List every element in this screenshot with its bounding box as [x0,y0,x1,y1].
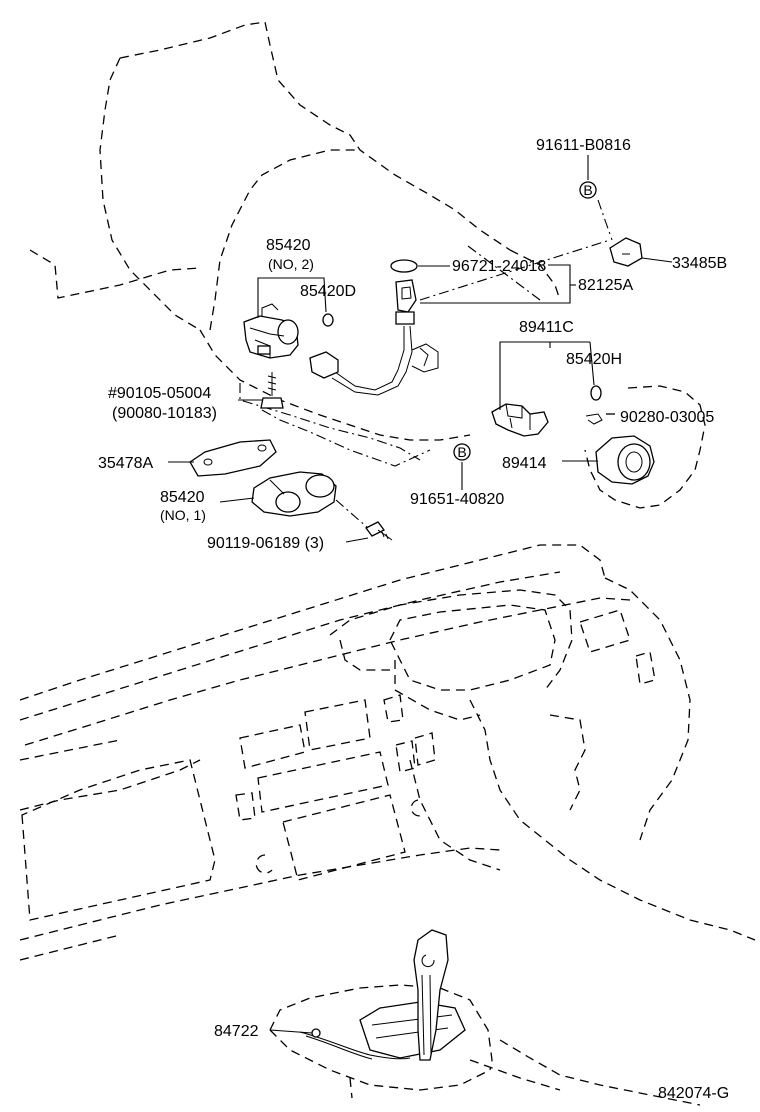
oring-85420D [322,313,334,327]
label-89414: 89414 [502,455,547,472]
console-outline [269,984,701,1106]
label-96721: 96721-24018 [452,258,546,275]
part-labels: 91611-B0816 33485B 85420 (NO, 2) 85420D … [98,137,729,1102]
marker-b-mid: B [453,443,471,461]
sensor-group-outline [584,385,706,509]
solenoid-no1 [251,471,337,517]
label-89411C: 89411C [519,319,574,336]
svg-text:B: B [457,444,466,460]
label-90119: 90119-06189 (3) [207,535,324,552]
label-90105: #90105-05004 [108,385,211,402]
label-no2: (NO, 2) [268,256,314,272]
label-91611: 91611-B0816 [536,137,631,154]
transmission-outline [29,21,561,467]
label-91651: 91651-40820 [410,491,504,508]
label-85420-no1: 85420 [160,489,205,506]
oring-85420H [590,385,602,401]
label-35478A: 35478A [98,455,153,472]
label-84722: 84722 [214,1023,259,1040]
cover-35478A [189,439,277,477]
leader-lines [168,155,673,1034]
label-82125A: 82125A [578,277,633,294]
label-no1: (NO, 1) [160,507,206,523]
bolt-90105 [260,372,284,409]
shift-lever [299,929,466,1061]
sensor-89411C [491,403,549,437]
label-90280: 90280-03005 [620,409,714,426]
svg-text:B: B [583,182,592,198]
label-85420-no2: 85420 [266,237,311,254]
tab-33485B [609,237,643,267]
label-85420D: 85420D [300,283,356,300]
diagram-id: 842074-G [658,1085,729,1102]
label-33485B: 33485B [672,255,727,272]
sensor-89414 [595,435,655,485]
label-90080: (90080-10183) [112,405,217,422]
bolt-90119 [365,521,393,541]
marker-b-top: B [579,181,597,199]
clip-90280 [585,413,603,425]
dashboard-outline [19,544,756,961]
label-85420H: 85420H [566,351,622,368]
solenoid-no2 [243,303,299,359]
harness-82125A [309,259,439,396]
